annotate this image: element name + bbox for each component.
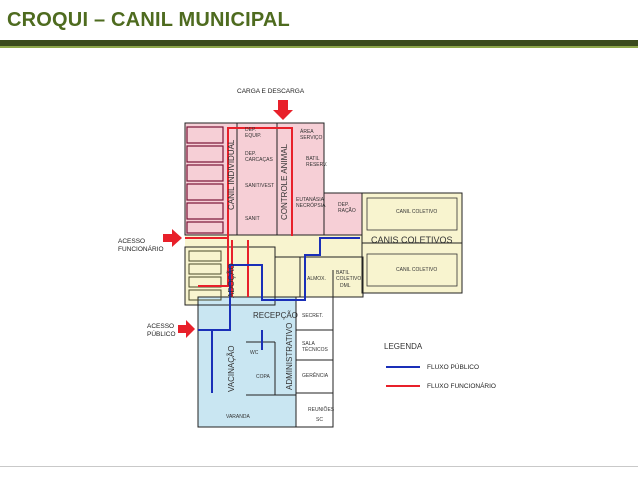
- wall-north-block: [184, 122, 325, 236]
- zone-support: [275, 257, 363, 297]
- kennel-pens-collective: [366, 197, 458, 287]
- acesso-publico-arrow: [178, 320, 195, 338]
- label-area-servico-2: SERVIÇO: [300, 135, 323, 141]
- public-flow-path: [198, 237, 360, 331]
- label-secret: SECRET.: [302, 313, 323, 319]
- label-vacinacao: VACINAÇÃO: [227, 345, 236, 392]
- label-acesso-funcionario-1: ACESSO: [118, 238, 145, 245]
- label-carga: CARGA E DESCARGA: [237, 88, 305, 95]
- label-dep-equip-2: EQUIP.: [245, 133, 261, 139]
- staff-flow-lines: [185, 127, 293, 297]
- label-controle-animal: CONTROLE ANIMAL: [280, 143, 289, 220]
- label-dml: DML: [340, 283, 351, 289]
- label-sanit: SANIT: [245, 216, 260, 222]
- label-gerencia: GERÊNCIA: [302, 371, 329, 379]
- footer-rule: [0, 466, 638, 467]
- label-almox: ALMOX.: [307, 276, 326, 282]
- label-batil-coletivo-1: BATIL: [336, 270, 350, 276]
- kennel-cell: [188, 250, 222, 262]
- label-sc: SC: [316, 417, 323, 423]
- label-dep-equip-1: DEP.: [245, 127, 256, 133]
- label-wc: WC: [250, 350, 259, 356]
- public-flow-lines: [198, 237, 360, 393]
- label-adocao: ADOÇÃO: [227, 263, 236, 298]
- label-administrativo: ADMINISTRATIVO: [285, 323, 294, 390]
- kennel-cell: [186, 145, 224, 163]
- zone-admin: [296, 297, 333, 427]
- room-labels: CARGA E DESCARGA ACESSO FUNCIONÁRIO ACES…: [118, 88, 453, 423]
- staff-flow-path: [198, 238, 229, 287]
- zone-public-left: [198, 297, 296, 427]
- page-title: CROQUI – CANIL MUNICIPAL: [7, 9, 290, 31]
- legend-label-staff: FLUXO FUNCIONÁRIO: [427, 381, 496, 390]
- label-area-servico-1: ÁREA: [300, 128, 314, 135]
- label-batil-coletivo-2: COLETIVO: [336, 276, 361, 282]
- label-batil-reserv-2: RESERV.: [306, 162, 327, 168]
- legend-title: LEGENDA: [384, 342, 423, 351]
- label-dep-carcacas-1: DEP.: [245, 151, 256, 157]
- kennel-cell: [186, 202, 224, 220]
- label-canil-coletivo-top: CANIL COLETIVO: [396, 209, 437, 215]
- public-flow-path: [211, 329, 230, 393]
- label-dep-racao-2: RAÇÃO: [338, 207, 356, 214]
- pen: [366, 253, 458, 287]
- wall-public-block: [197, 296, 334, 428]
- label-reunioes: REUNIÕES: [308, 406, 335, 413]
- label-eutanasia-2: NECRÓPSIA: [296, 202, 326, 209]
- kennel-cell: [188, 289, 222, 301]
- label-sala-tecnicos-1: SALA: [302, 341, 315, 347]
- label-varanda: VARANDA: [226, 414, 250, 420]
- legend: LEGENDA FLUXO PÚBLICO FLUXO FUNCIONÁRIO: [384, 342, 496, 390]
- label-batil-reserv-1: BATIL: [306, 156, 320, 162]
- access-arrows: [163, 100, 293, 338]
- label-eutanasia-1: EUTANÁSIA: [296, 196, 325, 203]
- label-dep-racao-1: DEP.: [338, 202, 349, 208]
- kennel-cell: [186, 183, 224, 201]
- kennel-cell: [186, 164, 224, 182]
- label-canil-coletivo-bottom: CANIL COLETIVO: [396, 267, 437, 273]
- label-copa: COPA: [256, 374, 270, 380]
- carga-arrow: [273, 100, 293, 120]
- staff-flow-path: [185, 127, 293, 239]
- label-sanit-vest: SANIT/VEST: [245, 183, 274, 189]
- kennel-cell: [188, 263, 222, 275]
- label-dep-carcacas-2: CARCAÇAS: [245, 157, 273, 163]
- label-acesso-funcionario-2: FUNCIONÁRIO: [118, 244, 164, 253]
- pen: [366, 197, 458, 231]
- kennel-cells-individual: [186, 126, 224, 234]
- zone-service-rooms: [237, 123, 277, 235]
- label-sala-tecnicos-2: TÉCNICOS: [302, 346, 329, 353]
- title-divider-accent: [0, 46, 638, 48]
- title-divider: [0, 40, 638, 46]
- label-canil-individual: CANIL INDIVIDUAL: [227, 139, 236, 210]
- zone-eutanasia: [324, 193, 362, 235]
- kennel-cell: [186, 221, 224, 234]
- label-acesso-publico-2: PÚBLICO: [147, 329, 176, 338]
- kennel-cell: [186, 126, 224, 144]
- zone-control-animal: [277, 123, 324, 235]
- label-canis-coletivos: CANIS COLETIVOS: [371, 235, 453, 245]
- acesso-funcionario-arrow: [163, 229, 182, 247]
- legend-label-public: FLUXO PÚBLICO: [427, 362, 479, 371]
- label-acesso-publico-1: ACESSO: [147, 323, 174, 330]
- walls: [184, 122, 463, 428]
- label-recepcao: RECEPÇÃO: [253, 311, 298, 320]
